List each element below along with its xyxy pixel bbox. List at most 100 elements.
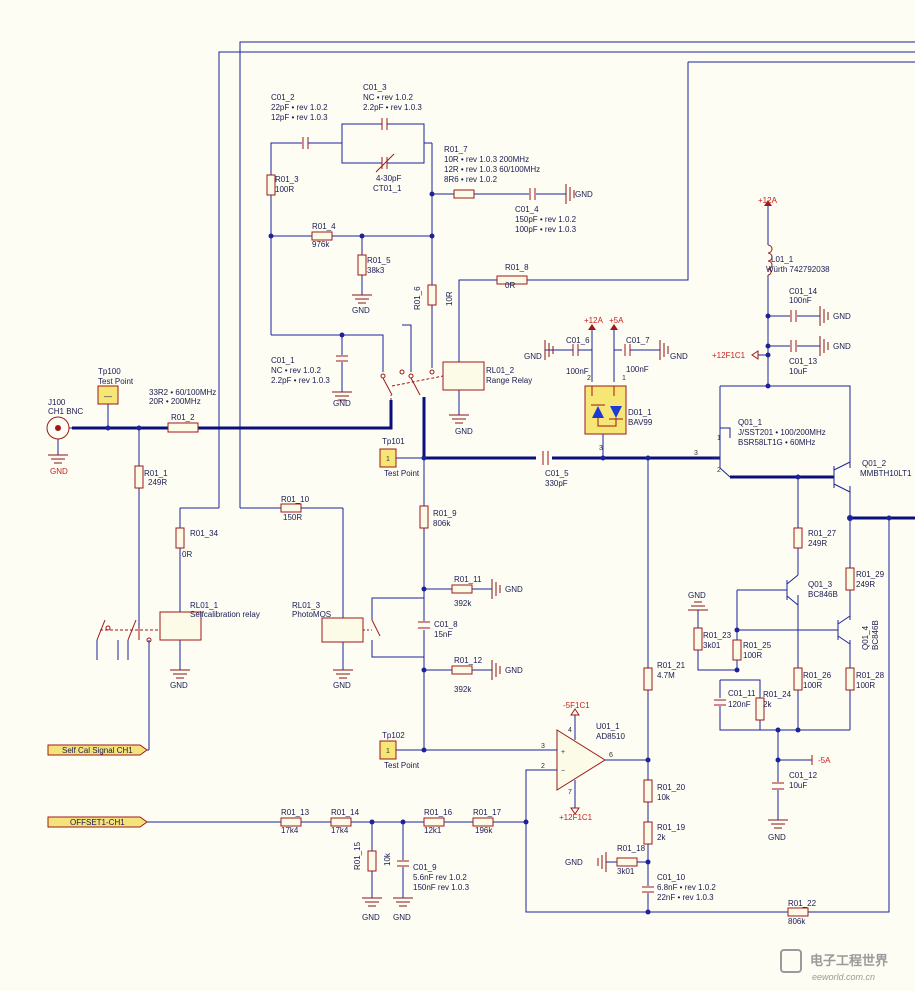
r01-20-ref: R01_20 (657, 783, 686, 792)
gnd-r01-23 (688, 601, 708, 611)
r01-13-ref: R01_13 (281, 808, 310, 817)
r01-27-ref: R01_27 (808, 529, 837, 538)
port-offset (47, 816, 148, 828)
r01-3-val: 100R (275, 185, 294, 194)
tp102-ref: Tp102 (382, 731, 405, 740)
gnd-rl01-3 (333, 669, 353, 679)
watermark: 电子工程世界 eeworld.com.cn (780, 949, 888, 982)
resistor-r01-12 (451, 665, 473, 675)
capacitor-c01-5 (542, 451, 549, 465)
u01-1-val: AD8510 (596, 732, 625, 741)
r01-24-val: 2k (763, 700, 772, 709)
r01-6-val: 10R (445, 291, 454, 306)
q01-1-ref: Q01_1 (738, 418, 763, 427)
gnd-label-c01-13: GND (833, 342, 851, 351)
resistor-r01-3 (266, 174, 276, 196)
power-symbols (570, 200, 813, 815)
c01-7-ref: C01_7 (626, 336, 650, 345)
r01-9-ref: R01_9 (433, 509, 457, 518)
rl01-3-ref: RL01_3 (292, 601, 321, 610)
gnd-label-r01-23: GND (688, 591, 706, 600)
r01-28-ref: R01_28 (856, 671, 885, 680)
diode-pin-2: 2 (587, 375, 591, 382)
resistors (134, 174, 855, 917)
resistor-r01-11 (451, 584, 473, 594)
r01-19-ref: R01_19 (657, 823, 686, 832)
gnd-c01-1 (332, 391, 352, 401)
r01-9-val: 806k (433, 519, 451, 528)
resistor-r01-9 (419, 505, 429, 529)
tp102-name: Test Point (384, 761, 420, 770)
transistor-q01-2 (833, 461, 851, 496)
watermark-main: 电子工程世界 (810, 953, 888, 968)
port-offset-label: OFFSET1-CH1 (70, 818, 125, 827)
r01-1-val: 249R (148, 478, 167, 487)
r01-5-ref: R01_5 (367, 256, 391, 265)
d01-1-ref: D01_1 (628, 408, 652, 417)
c01-8-val: 15nF (434, 630, 452, 639)
r01-26-val: 100R (803, 681, 822, 690)
transistor-q01-3 (786, 574, 799, 606)
r01-19-val: 2k (657, 833, 666, 842)
c01-13-val: 10uF (789, 367, 807, 376)
diode-pin-3: 3 (599, 445, 603, 452)
resistor-r01-13 (280, 817, 302, 827)
resistor-r01-19 (643, 821, 653, 845)
resistor-r01-24 (755, 697, 765, 721)
r01-2-v1: 33R2 • 60/100MHz (149, 388, 216, 397)
capacitor-c01-7 (624, 344, 636, 356)
gnd-label-rl01-2: GND (455, 427, 473, 436)
gnd-r01-5 (352, 294, 372, 304)
resistor-r01-2 (167, 422, 199, 433)
tp101-name: Test Point (384, 469, 420, 478)
jfet-pin-1: 1 (717, 435, 721, 442)
c01-2-ref: C01_2 (271, 93, 295, 102)
r01-27-val: 249R (808, 539, 827, 548)
d01-1-val: BAV99 (628, 418, 653, 427)
opamp-u01-1 (540, 715, 606, 808)
c01-9-v1: 5.6nF rev 1.0.2 (413, 873, 467, 882)
gnd-label-c01-4: GND (575, 190, 593, 199)
u01-1-ref: U01_1 (596, 722, 620, 731)
relay-rl01-2 (380, 355, 485, 400)
net-12a-d: +12A (584, 316, 604, 325)
r01-24-ref: R01_24 (763, 690, 792, 699)
j100-gnd: GND (50, 467, 68, 476)
rl01-3-val: PhotoMOS (292, 610, 331, 619)
capacitors (302, 118, 797, 893)
r01-10-val: 150R (283, 513, 302, 522)
r01-7-v2: 12R • rev 1.0.3 60/100MHz (444, 165, 540, 174)
rl01-2-val: Range Relay (486, 376, 532, 385)
labels: J100 CH1 BNC GND Tp100 Test Point — Tp10… (48, 83, 912, 926)
c01-7-val: 100nF (626, 365, 649, 374)
r01-14-ref: R01_14 (331, 808, 360, 817)
q01-1-v1: J/SST201 • 100/200MHz (738, 428, 826, 437)
c01-5-ref: C01_5 (545, 469, 569, 478)
port-selfcal (47, 744, 149, 756)
relay-rl01-3 (321, 617, 381, 643)
r01-17-ref: R01_17 (473, 808, 502, 817)
resistor-r01-14 (330, 817, 352, 827)
tp100-pin: — (104, 392, 112, 401)
r01-6-ref: R01_6 (413, 286, 422, 310)
test-point-tp100 (97, 385, 119, 405)
c01-10-v2: 22nF • rev 1.0.3 (657, 893, 714, 902)
capacitor-c01-13 (790, 340, 797, 352)
resistor-r01-17 (472, 817, 494, 827)
gnd-c01-9 (393, 897, 413, 907)
resistor-r01-8 (496, 275, 528, 285)
resistor-r01-10 (280, 503, 302, 513)
r01-34-val: 0R (182, 550, 192, 559)
q01-2-val: MMBTH10LT1 (860, 469, 912, 478)
gnd-r01-15 (362, 897, 382, 907)
capacitor-c01-1 (336, 355, 348, 362)
c01-5-val: 330pF (545, 479, 568, 488)
gnd-label-r01-5: GND (352, 306, 370, 315)
c01-9-ref: C01_9 (413, 863, 437, 872)
opamp-plus: + (561, 749, 565, 756)
tp101-ref: Tp101 (382, 437, 405, 446)
r01-22-ref: R01_22 (788, 899, 817, 908)
r01-23-ref: R01_23 (703, 631, 732, 640)
gnd-right (565, 184, 575, 204)
transistor-q01-4 (837, 615, 851, 645)
